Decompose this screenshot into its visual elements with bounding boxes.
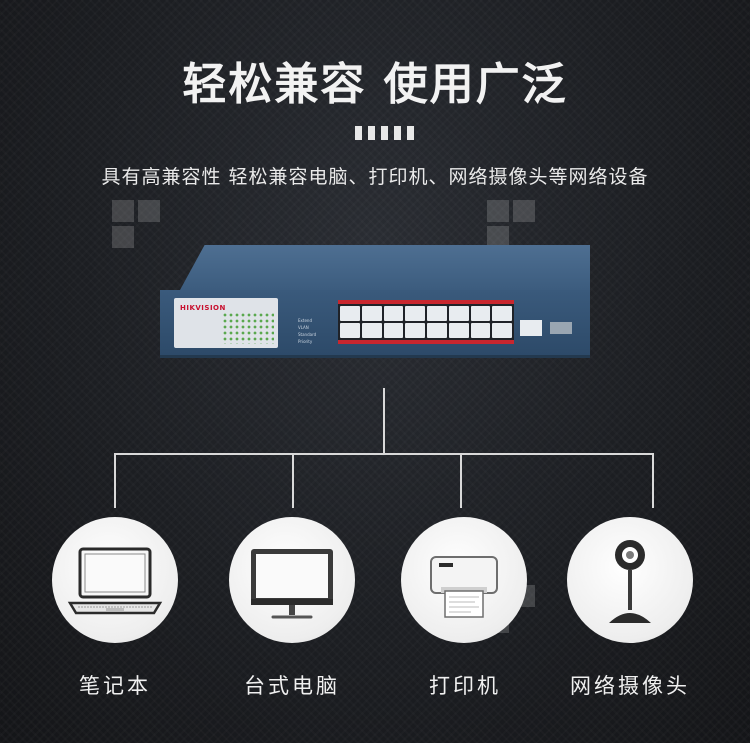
connector-drop [292,453,294,508]
laptop-icon [67,547,163,615]
network-switch-image: HIKVISION Extend VLAN Standard Priority [160,245,590,360]
device-label-laptop: 笔记本 [79,674,151,698]
switch-led-panel: HIKVISION [174,298,278,348]
printer-icon [430,556,498,618]
monitor-icon [251,549,333,619]
switch-status-labels: Extend VLAN Standard Priority [298,318,317,344]
desktop-circle [229,517,355,643]
switch-front-panel: HIKVISION Extend VLAN Standard Priority [160,290,590,358]
switch-brand-logo: HIKVISION [180,304,226,312]
laptop-circle [52,517,178,643]
device-label-webcam: 网络摄像头 [570,674,690,698]
page-subtitle: 具有高兼容性 轻松兼容电脑、打印机、网络摄像头等网络设备 [101,166,649,188]
connector-drop [114,453,116,508]
device-label-printer: 打印机 [429,674,501,698]
webcam-icon [609,540,651,623]
sfp-port [550,322,572,334]
connector-trunk [383,388,385,454]
webcam-circle [567,517,693,643]
led-indicators [222,312,274,344]
uplink-port [520,320,542,336]
printer-circle [401,517,527,643]
ethernet-ports [338,300,514,344]
device-label-desktop: 台式电脑 [244,674,340,698]
title-divider [355,126,414,140]
switch-top-cover [180,245,590,290]
connector-drop [460,453,462,508]
connector-bus [114,453,654,455]
connector-drop [652,453,654,508]
page-title: 轻松兼容 使用广泛 [182,59,568,110]
